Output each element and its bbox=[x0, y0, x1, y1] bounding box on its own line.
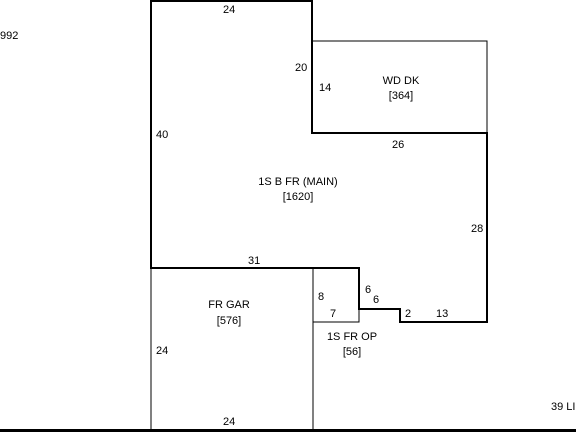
dim-porch-a: 6 bbox=[365, 284, 372, 296]
dim-porch-d: 13 bbox=[436, 308, 449, 320]
main-house-outline bbox=[150, 0, 488, 323]
room-main-name: 1S B FR (MAIN) bbox=[258, 176, 338, 188]
room-porch-name: 1S FR OP bbox=[326, 331, 378, 343]
dim-porch-c: 2 bbox=[405, 308, 412, 320]
dim-porch-width: 7 bbox=[330, 308, 337, 320]
dim-garage-bottom: 24 bbox=[223, 416, 236, 428]
garage-outline bbox=[150, 268, 314, 431]
dim-porch-b: 6 bbox=[373, 294, 380, 306]
dim-main-top: 24 bbox=[223, 4, 236, 16]
year-fragment: 992 bbox=[0, 30, 19, 42]
room-garage-name: FR GAR bbox=[208, 299, 250, 311]
room-garage-area: [576] bbox=[216, 315, 242, 327]
dim-main-bottom: 31 bbox=[248, 255, 261, 267]
dim-main-notch: 20 bbox=[295, 62, 308, 74]
dim-deck-left: 14 bbox=[319, 82, 332, 94]
dim-garage-left: 24 bbox=[156, 345, 169, 357]
dim-main-right: 28 bbox=[471, 223, 484, 235]
deck-outline bbox=[313, 40, 488, 133]
room-deck-area: [364] bbox=[388, 90, 414, 102]
room-main-area: [1620] bbox=[282, 191, 314, 203]
dim-main-left: 40 bbox=[156, 129, 169, 141]
room-deck-name: WD DK bbox=[382, 75, 420, 87]
room-porch-area: [56] bbox=[342, 346, 362, 358]
dim-garage-inner: 8 bbox=[318, 291, 325, 303]
right-fragment: 39 LI bbox=[551, 401, 576, 413]
dim-main-bottom-right: 26 bbox=[392, 139, 405, 151]
porch-outline bbox=[313, 309, 360, 323]
